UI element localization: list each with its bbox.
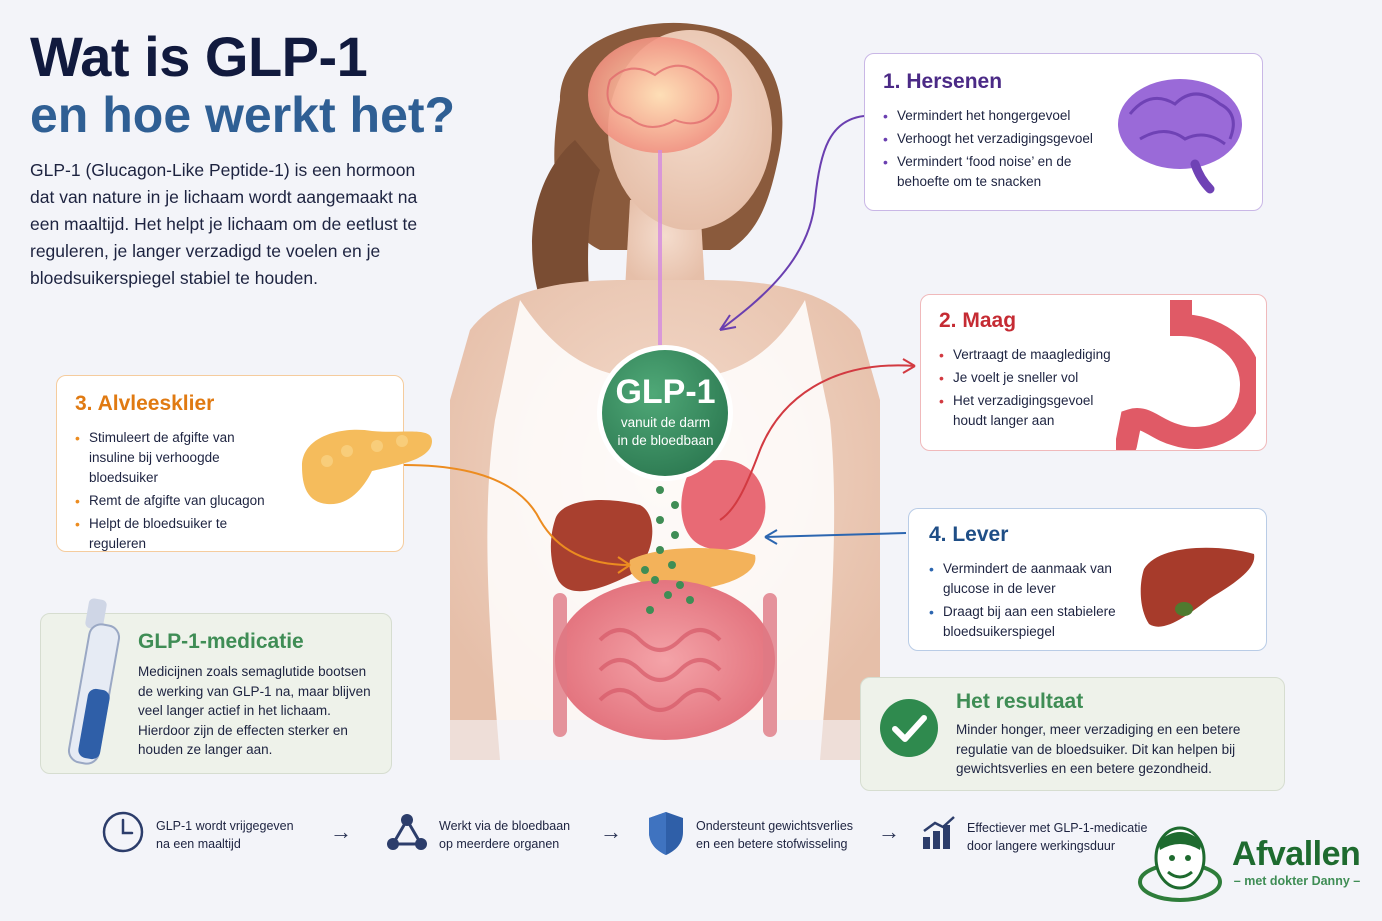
list-item: Vermindert het hongergevoel: [883, 106, 1098, 126]
step-weightloss-line2: en een betere stofwisseling: [696, 837, 848, 851]
logo-tagline: – met dokter Danny –: [1233, 874, 1361, 888]
list-item: Draagt bij aan een stabielere bloedsuike…: [929, 602, 1129, 642]
step-bloodstream-line1: Werkt via de bloedbaan: [439, 819, 571, 833]
result-card-title: Het resultaat: [956, 690, 1084, 713]
step-weightloss-line1: Ondersteunt gewichtsverlies: [696, 819, 854, 833]
liver-card-title: 4. Lever: [929, 523, 1009, 546]
step-bloodstream: Werkt via de bloedbaan op meerdere organ…: [439, 817, 570, 853]
stomach-card: 2. Maag Vertraagt de maaglediging Je voe…: [920, 294, 1267, 451]
glp1-badge-subtitle: vanuit de darm in de bloedbaan: [605, 414, 726, 450]
list-item: Remt de afgifte van glucagon: [75, 491, 280, 511]
list-item: Verhoogt het verzadigingsgevoel: [883, 129, 1098, 149]
stomach-icon: [1116, 300, 1256, 450]
brain-card: 1. Hersenen Vermindert het hongergevoel …: [864, 53, 1263, 211]
brain-card-list: Vermindert het hongergevoel Verhoogt het…: [883, 106, 1098, 192]
pancreas-card: 3. Alvleesklier Stimuleert de afgifte va…: [56, 375, 432, 554]
step-medication-line2: door langere werkingsduur: [967, 839, 1116, 853]
step-arrow: →: [330, 819, 352, 844]
step-weightloss: Ondersteunt gewichtsverlies en een beter…: [696, 817, 853, 853]
glp1-badge-line1: vanuit de darm: [620, 415, 711, 430]
logo-doctor-avatar: [1138, 826, 1222, 902]
step-arrow: →: [878, 819, 900, 844]
page-subtitle: en hoe werkt het?: [30, 87, 456, 143]
list-item: Je voelt je sneller vol: [939, 368, 1119, 388]
result-card: Het resultaat Minder honger, meer verzad…: [860, 677, 1285, 791]
pancreas-icon: [302, 429, 432, 505]
injection-pen-icon: [67, 598, 121, 765]
bar-chart-icon: [923, 816, 955, 849]
list-item: Vermindert ‘food noise’ en de behoefte o…: [883, 152, 1098, 192]
step-bloodstream-line2: op meerdere organen: [439, 837, 560, 851]
network-icon: [387, 814, 427, 850]
logo-name: Afvallen: [1232, 835, 1361, 873]
glp1-badge-title: GLP-1: [615, 373, 716, 411]
step-medication: Effectiever met GLP-1-medicatie door lan…: [967, 819, 1147, 855]
step-release-line2: na een maaltijd: [156, 837, 241, 851]
page-title: Wat is GLP-1: [30, 25, 368, 88]
pancreas-card-list: Stimuleert de afgifte van insuline bij v…: [75, 428, 280, 554]
brain-icon: [1118, 79, 1242, 194]
medication-card-text: Medicijnen zoals semaglutide bootsen de …: [138, 664, 371, 757]
checkmark-icon: [880, 699, 938, 757]
list-item: Vertraagt de maaglediging: [939, 345, 1119, 365]
glp1-badge-line2: in de bloedbaan: [617, 433, 714, 448]
liver-icon: [1140, 547, 1255, 627]
list-item: Vermindert de aanmaak van glucose in de …: [929, 559, 1129, 599]
intro-text: GLP-1 (Glucagon-Like Peptide-1) is een h…: [30, 160, 418, 288]
pancreas-card-title: 3. Alvleesklier: [75, 392, 215, 415]
stomach-card-title: 2. Maag: [939, 309, 1017, 332]
brain-card-title: 1. Hersenen: [883, 70, 1003, 93]
liver-card-list: Vermindert de aanmaak van glucose in de …: [929, 559, 1129, 642]
stomach-card-list: Vertraagt de maaglediging Je voelt je sn…: [939, 345, 1119, 431]
step-release-line1: GLP-1 wordt vrijgegeven: [156, 819, 294, 833]
result-card-text: Minder honger, meer verzadiging en een b…: [956, 722, 1241, 776]
medication-card-title: GLP-1-medicatie: [138, 630, 304, 653]
step-medication-line1: Effectiever met GLP-1-medicatie: [967, 821, 1148, 835]
step-release: GLP-1 wordt vrijgegeven na een maaltijd: [156, 817, 294, 853]
step-arrow: →: [600, 819, 622, 844]
list-item: Stimuleert de afgifte van insuline bij v…: [75, 428, 280, 488]
medication-card: GLP-1-medicatie Medicijnen zoals semaglu…: [40, 598, 392, 774]
clock-icon: [102, 811, 144, 853]
liver-card: 4. Lever Vermindert de aanmaak van gluco…: [908, 508, 1267, 651]
list-item: Helpt de bloedsuiker te reguleren: [75, 514, 280, 554]
list-item: Het verzadigingsgevoel houdt langer aan: [939, 391, 1119, 431]
shield-icon: [649, 812, 683, 855]
